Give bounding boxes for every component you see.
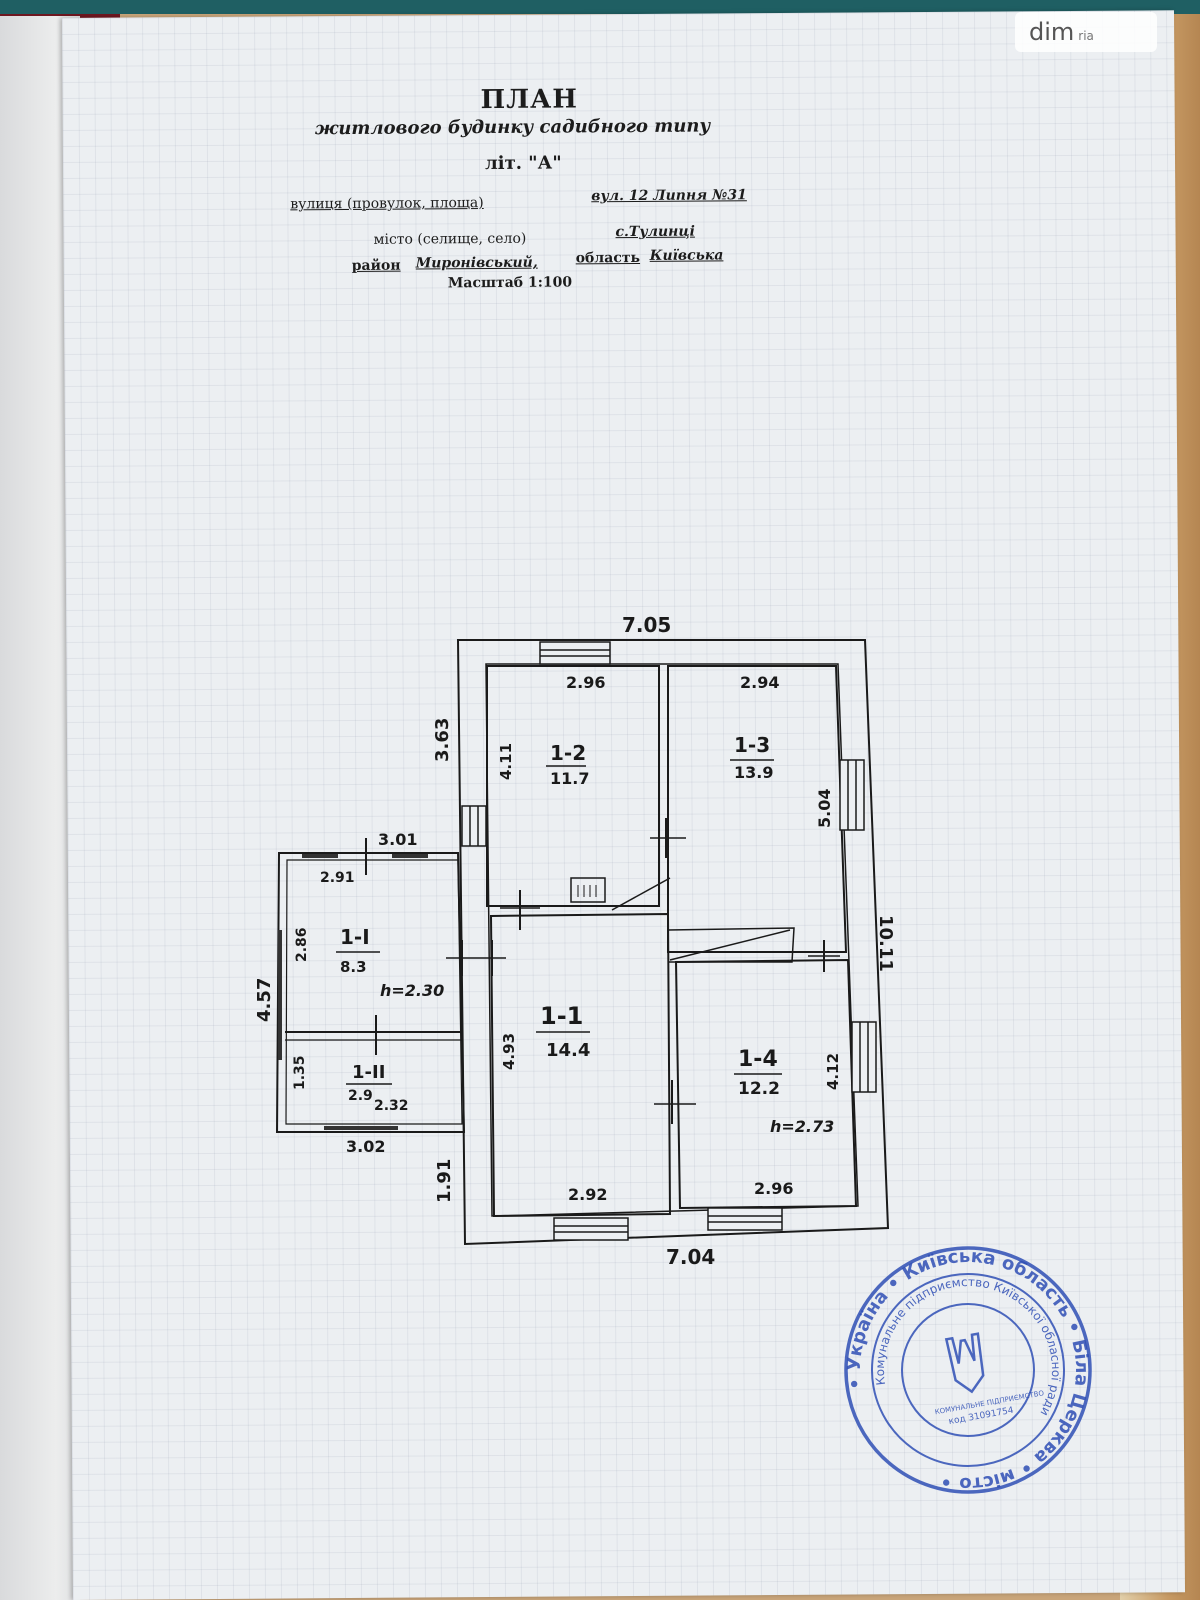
- room-1-1-id: 1-1: [540, 1002, 583, 1030]
- top-bar: [0, 0, 1200, 14]
- room-1-II-id: 1-II: [352, 1062, 385, 1083]
- room-1-I-width: 2.91: [320, 870, 355, 886]
- room-1-I-id: 1-I: [340, 925, 370, 949]
- room-1-1-width: 2.92: [568, 1185, 607, 1204]
- room-1-II-area: 2.9: [348, 1088, 373, 1104]
- room-1-I-area: 8.3: [340, 958, 367, 976]
- dim-left-lower: 1.91: [434, 1159, 455, 1203]
- room-1-II-height: 1.35: [292, 1055, 308, 1090]
- room-1-4-area: 12.2: [738, 1079, 780, 1099]
- dim-ext-top: 3.01: [378, 830, 417, 849]
- room-1-1-outline: [489, 912, 672, 1218]
- watermark-text: dim: [1029, 18, 1075, 46]
- watermark-sub: ria: [1078, 29, 1094, 43]
- room-1-4-width: 2.96: [754, 1179, 793, 1198]
- room-1-II-width: 2.32: [374, 1098, 409, 1114]
- extension-inner-outline: [285, 859, 463, 1125]
- room-1-3-outline: [667, 665, 848, 953]
- room-1-4-outline: [674, 958, 858, 1210]
- room-1-3-width: 2.94: [740, 673, 779, 692]
- window: [553, 1217, 629, 1241]
- room-1-3-area: 13.9: [734, 763, 773, 782]
- room-1-2-height: 4.11: [497, 743, 515, 780]
- room-1-2-outline: [486, 665, 660, 907]
- svg-text:• Україна • Київська область •: • Україна • Київська область • Біла Церк…: [824, 1226, 1112, 1513]
- window: [707, 1207, 783, 1231]
- dim-bottom: 7.04: [666, 1245, 715, 1269]
- trident-icon: [944, 1332, 985, 1394]
- room-1-4-id: 1-4: [738, 1047, 778, 1072]
- inner-wall-outline: [485, 663, 859, 1217]
- room-1-I-ceiling: h=2.30: [380, 981, 444, 1000]
- corridor-outline: [667, 927, 795, 963]
- room-1-3-id: 1-3: [734, 733, 770, 757]
- room-1-4-height: 4.12: [824, 1053, 842, 1090]
- room-1-I-height: 2.86: [294, 927, 310, 962]
- dim-ext-bottom: 3.02: [346, 1137, 385, 1156]
- window: [851, 1021, 877, 1093]
- stove: [570, 877, 606, 903]
- room-1-2-width: 2.96: [566, 673, 605, 692]
- dim-top: 7.05: [622, 613, 671, 637]
- window: [539, 641, 611, 665]
- window: [461, 805, 487, 847]
- room-1-1-area: 14.4: [546, 1040, 590, 1061]
- room-1-1-height: 4.93: [500, 1033, 518, 1070]
- dim-right: 10.11: [875, 915, 896, 972]
- stair-diagonal: [669, 929, 791, 961]
- official-stamp: • Україна • Київська область • Біла Церк…: [824, 1226, 1112, 1513]
- window: [839, 759, 865, 831]
- extension-outline: [275, 852, 466, 1133]
- stamp-ring-outer: • Україна • Київська область • Біла Церк…: [824, 1226, 1112, 1513]
- dim-left-upper: 3.63: [432, 718, 453, 762]
- room-1-2-id: 1-2: [550, 741, 586, 765]
- room-1-4-ceiling: h=2.73: [770, 1117, 834, 1136]
- room-1-3-height: 5.04: [815, 789, 834, 828]
- stove-diagonal: [611, 877, 671, 911]
- room-1-2-area: 11.7: [550, 769, 589, 788]
- dim-ext-left: 4.57: [254, 978, 275, 1022]
